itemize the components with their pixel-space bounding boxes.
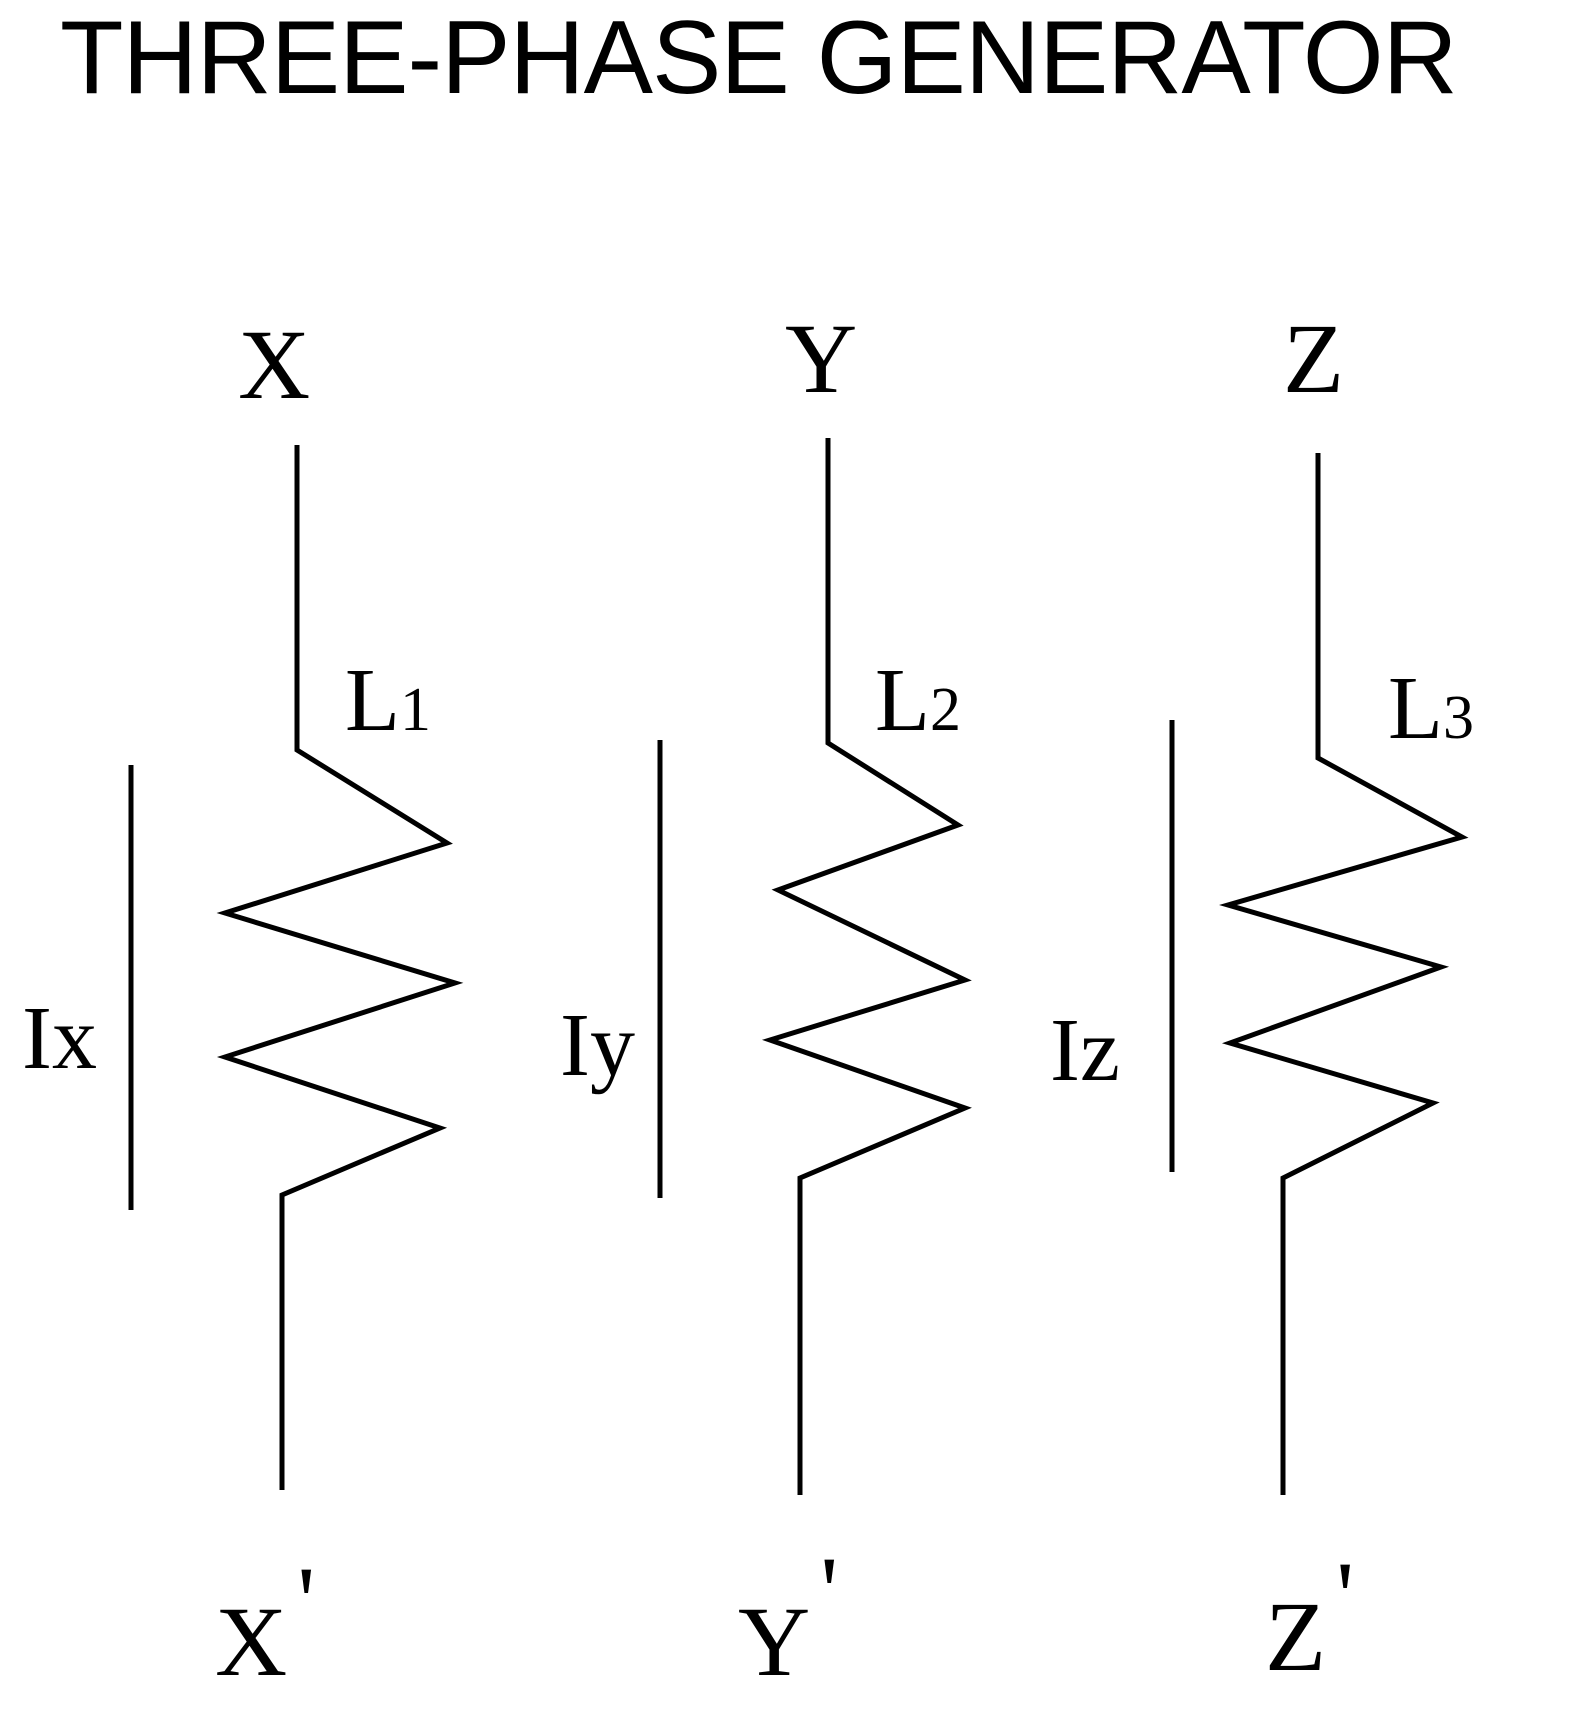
phase-1: X L1 Ix X' <box>22 309 464 1697</box>
terminal-x-prime: X' <box>215 1546 315 1697</box>
current-label-ix: Ix <box>22 989 97 1088</box>
terminal-z: Z <box>1283 303 1344 414</box>
diagram-title: THREE-PHASE GENERATOR <box>60 0 1458 116</box>
winding-l3 <box>1219 453 1469 1495</box>
winding-l1 <box>216 445 464 1490</box>
phase-2: Y L2 Iy Y' <box>560 303 972 1697</box>
terminal-y: Y <box>785 303 857 414</box>
coil-label-l2: L2 <box>875 651 961 750</box>
phase-3: Z L3 Iz Z' <box>1050 303 1474 1692</box>
coil-label-l3: L3 <box>1388 659 1474 758</box>
terminal-x: X <box>238 309 310 420</box>
current-label-iz: Iz <box>1050 1001 1120 1100</box>
terminal-y-prime: Y' <box>738 1536 838 1697</box>
coil-label-l1: L1 <box>345 651 431 750</box>
terminal-z-prime: Z' <box>1265 1541 1354 1692</box>
winding-l2 <box>761 438 972 1495</box>
current-label-iy: Iy <box>560 996 635 1095</box>
